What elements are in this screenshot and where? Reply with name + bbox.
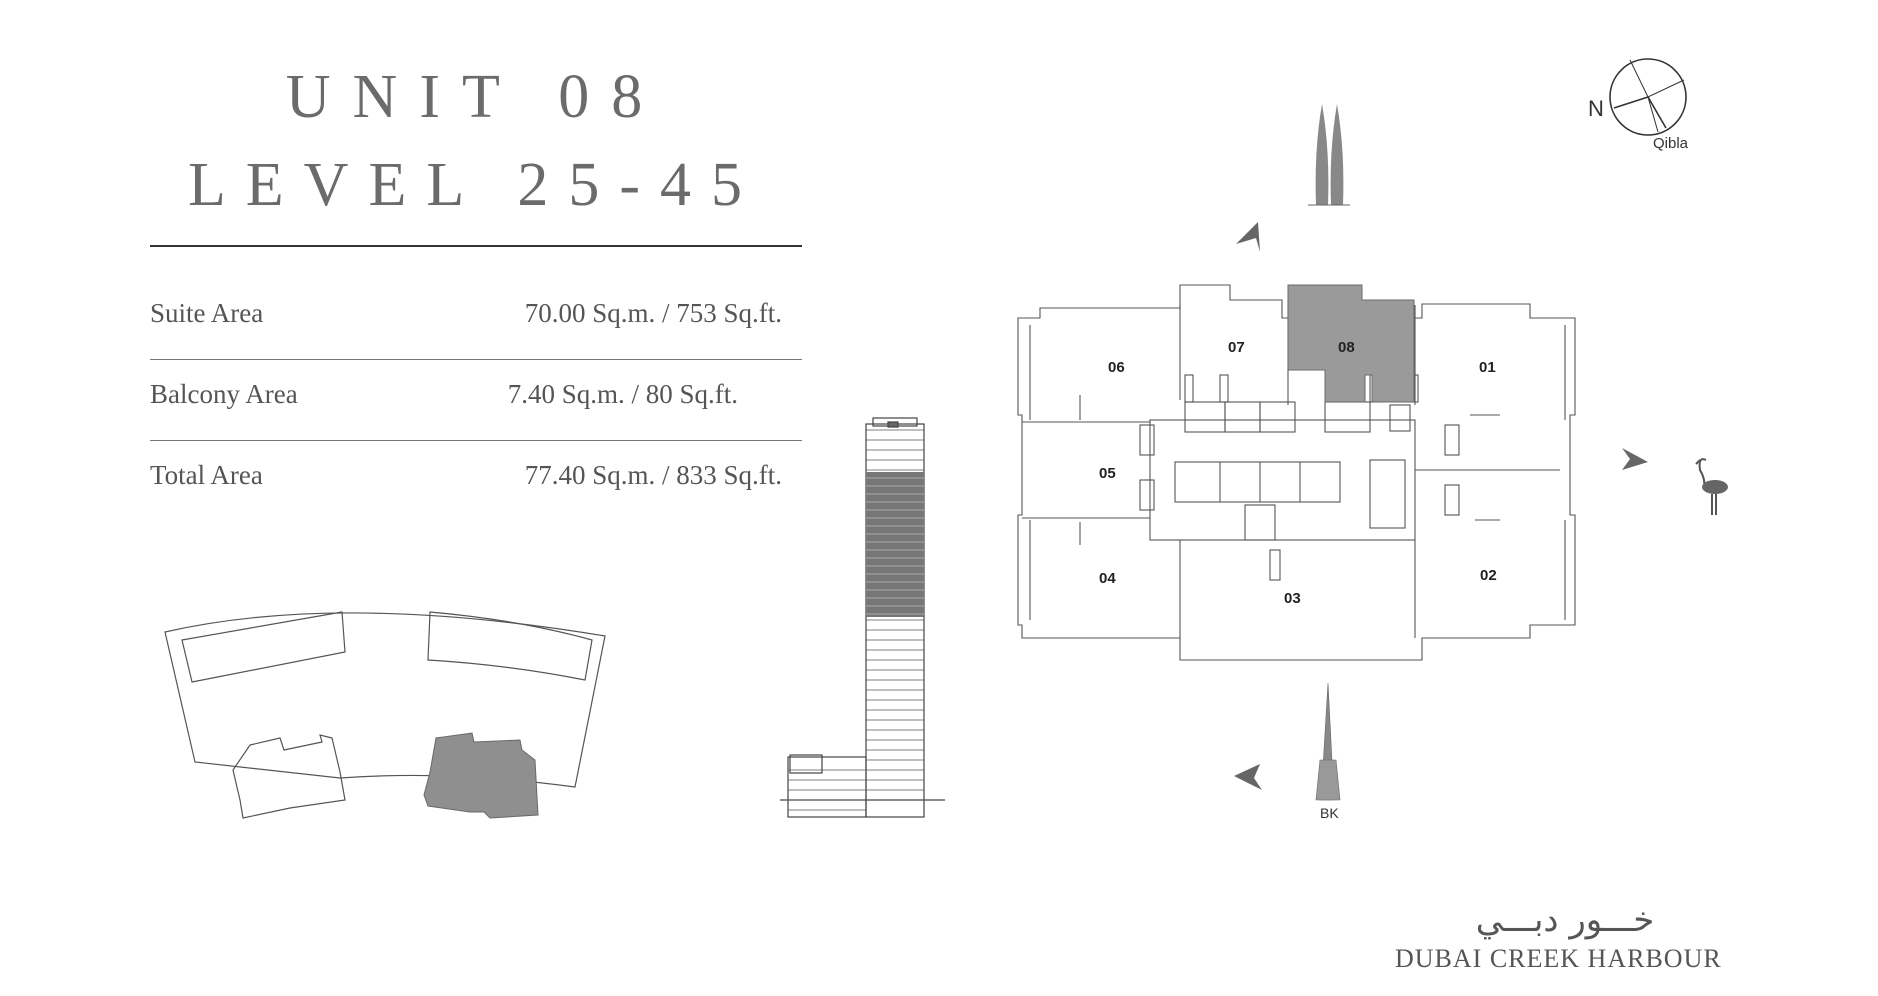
unit-label-03: 03 — [1284, 590, 1301, 607]
unit-label-02: 02 — [1480, 567, 1497, 584]
site-plan — [164, 611, 606, 819]
brand-english: DUBAI CREEK HARBOUR — [1395, 944, 1722, 973]
floor-plan — [1017, 284, 1576, 661]
title-divider — [150, 245, 802, 247]
compass-icon — [1609, 58, 1687, 136]
area-label: Suite Area — [150, 298, 264, 328]
area-value: 70.00 Sq.m. / 753 Sq.ft. — [524, 298, 782, 328]
area-label: Balcony Area — [150, 379, 298, 409]
arrow-right-icon — [1622, 448, 1648, 470]
area-row-balcony: Balcony Area 7.40 Sq.m. / 80 Sq.ft. — [150, 379, 790, 419]
north-label: N — [1588, 96, 1604, 121]
tower-podium — [787, 756, 867, 818]
row-divider — [150, 440, 802, 441]
burj-khalifa-icon — [1315, 682, 1341, 801]
core-lifts — [1174, 461, 1341, 503]
site-plan-tower-left — [232, 734, 346, 819]
unit-title: UNIT 08 — [285, 63, 665, 131]
unit-label-01: 01 — [1479, 359, 1496, 376]
core-outline — [1149, 419, 1416, 541]
unit-label-08: 08 — [1338, 339, 1355, 356]
site-plan-tower-highlight — [423, 732, 539, 819]
area-row-total: Total Area 77.40 Sq.m. / 833 Sq.ft. — [150, 460, 790, 500]
unit-label-04: 04 — [1099, 570, 1116, 587]
unit-label-06: 06 — [1108, 359, 1125, 376]
arrow-bottom-icon — [1234, 764, 1262, 790]
tower-highlight-band — [866, 472, 924, 617]
floor-plan-outline — [1017, 284, 1576, 661]
area-label: Total Area — [150, 460, 263, 490]
tower-band-lines — [866, 477, 924, 615]
level-title: LEVEL 25-45 — [187, 151, 763, 219]
bk-label: BK — [1320, 805, 1339, 821]
site-plan-wing-left — [181, 611, 346, 683]
row-divider — [150, 359, 802, 360]
area-value: 77.40 Sq.m. / 833 Sq.ft. — [524, 460, 782, 490]
area-value: 7.40 Sq.m. / 80 Sq.ft. — [507, 379, 738, 409]
core-stair — [1369, 459, 1406, 529]
site-plan-wing-right — [427, 611, 593, 681]
arrow-top-icon — [1236, 222, 1260, 252]
unit-08-highlight — [1287, 284, 1415, 403]
qibla-label: Qibla — [1653, 135, 1689, 152]
unit-label-05: 05 — [1099, 465, 1116, 482]
unit-label-07: 07 — [1228, 339, 1245, 356]
site-plan-outline — [164, 612, 606, 788]
flamingo-icon — [1695, 458, 1728, 515]
twin-towers-icon — [1308, 104, 1350, 206]
area-row-suite: Suite Area 70.00 Sq.m. / 753 Sq.ft. — [150, 298, 790, 338]
brand-arabic: خـــور دبـــي — [1475, 900, 1655, 940]
